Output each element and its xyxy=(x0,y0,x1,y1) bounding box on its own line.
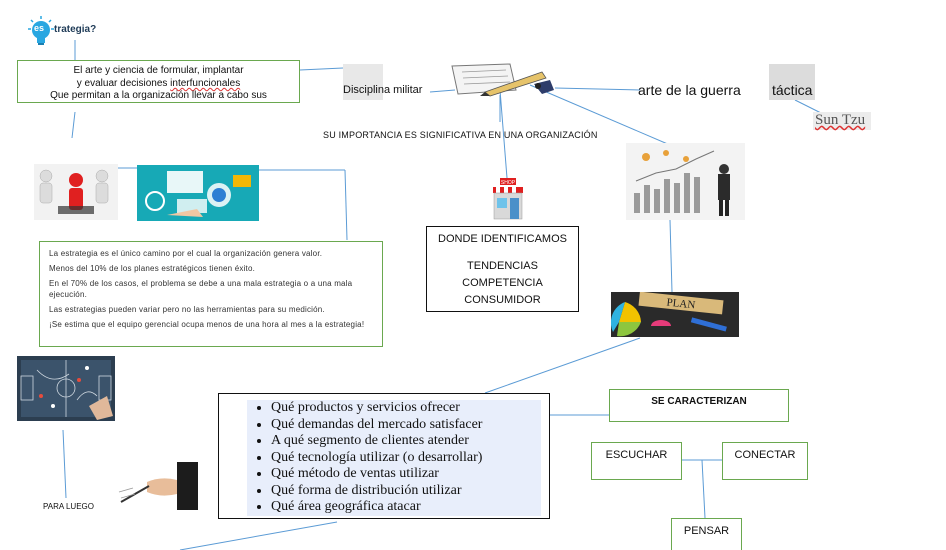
link-disciplina-paper xyxy=(429,89,456,93)
questions-list-background xyxy=(247,400,541,516)
link-paper-shop xyxy=(499,89,508,179)
identificamos-item: TENDENCIAS xyxy=(467,260,538,272)
suntzu-highlight xyxy=(813,112,871,130)
tactica-label: táctica xyxy=(772,82,813,98)
link-paper-arte xyxy=(554,87,641,91)
definition-line-2: y evaluar decisiones interfuncionales xyxy=(18,78,299,89)
identificamos-box: DONDE IDENTIFICAMOS TENDENCIAS COMPETENC… xyxy=(426,226,579,312)
escuchar-label: ESCUCHAR xyxy=(605,449,668,461)
suntzu-label: Sun Tzu xyxy=(815,112,866,128)
pensar-box: PENSAR xyxy=(671,518,742,550)
question-item: A qué segmento de clientes atender xyxy=(271,433,541,450)
identificamos-item: CONSUMIDOR xyxy=(464,294,541,306)
link-plan-list xyxy=(484,337,641,394)
question-item: Qué demandas del mercado satisfacer xyxy=(271,417,541,434)
business-infographic-image xyxy=(137,165,259,221)
lightbulb-icon xyxy=(28,16,54,45)
growth-chart-icon xyxy=(634,150,730,216)
question-item: Qué tecnología utilizar (o desarrollar) xyxy=(271,450,541,467)
fact-item: Las estrategias pueden variar pero no la… xyxy=(49,304,325,314)
question-item: Qué método de ventas utilizar xyxy=(271,466,541,483)
identificamos-item: COMPETENCIA xyxy=(462,277,543,289)
estrategia-logo: es trategia? xyxy=(28,16,108,46)
escuchar-box: ESCUCHAR xyxy=(591,442,682,480)
pensar-label: PENSAR xyxy=(683,525,730,537)
link-conectar-pensar xyxy=(701,459,706,519)
link-definition-down xyxy=(71,111,76,139)
plan-pie-icon: PLAN xyxy=(611,292,727,337)
conectar-box: CONECTAR xyxy=(722,442,808,480)
logo-badge: es xyxy=(34,23,45,33)
para-luego-label: PARA LUEGO xyxy=(43,502,94,511)
people-puzzle-image xyxy=(34,164,118,220)
definition-box: El arte y ciencia de formular, implantar… xyxy=(17,60,300,103)
disciplina-highlight xyxy=(343,64,383,100)
definition-line-3: Que permitan a la organización llevar a … xyxy=(50,90,267,101)
plan-word: PLAN xyxy=(666,297,696,312)
business-analytics-image xyxy=(626,143,745,220)
strategy-board-image xyxy=(17,356,115,421)
fact-item: La estrategia es el único camino por el … xyxy=(49,249,323,258)
definition-line-2-start: y evaluar decisiones xyxy=(76,78,171,89)
infographic-icons xyxy=(145,171,251,217)
importancia-label: SU IMPORTANCIA ES SIGNIFICATIVA EN UNA O… xyxy=(323,130,598,140)
fact-item: Menos del 10% de los planes estratégicos… xyxy=(49,264,256,273)
link-list-bottom xyxy=(179,521,338,550)
identificamos-title: DONDE IDENTIFICAMOS xyxy=(438,233,567,245)
shop-icon: SHOP xyxy=(493,178,523,220)
conectar-label: CONECTAR xyxy=(734,449,796,461)
paper-pencil-icon xyxy=(451,63,554,97)
link-analytics-plan xyxy=(669,219,673,293)
question-item: Qué forma de distribución utilizar xyxy=(271,483,541,500)
fact-item: En el 70% de los casos, el problema se d… xyxy=(49,279,353,299)
disciplina-label: Disciplina militar xyxy=(343,84,423,96)
definition-line-1: El arte y ciencia de formular, implantar xyxy=(73,65,244,76)
link-definition-disciplina xyxy=(299,67,344,71)
link-paper-analytics xyxy=(529,84,671,146)
question-item: Qué área geográfica atacar xyxy=(271,499,541,516)
shop-sign-text: SHOP xyxy=(501,180,516,186)
people-figures-icon xyxy=(39,169,109,214)
logo-word: trategia? xyxy=(54,24,97,35)
arte-guerra-label: arte de la guerra xyxy=(638,82,741,98)
tactica-highlight xyxy=(769,64,815,100)
link-soccer-paraluego xyxy=(62,429,67,499)
questions-box: Qué productos y servicios ofrecer Qué de… xyxy=(218,393,550,519)
definition-line-2-end: interfuncionales xyxy=(170,78,241,89)
hand-pen-icon xyxy=(118,462,198,510)
facts-box: La estrategia es el único camino por el … xyxy=(39,241,383,347)
hand-writing-image xyxy=(117,462,198,510)
questions-list: Qué productos y servicios ofrecer Qué de… xyxy=(219,400,541,516)
question-item: Qué productos y servicios ofrecer xyxy=(271,400,541,417)
plan-chart-image: PLAN xyxy=(611,292,739,337)
fact-item: ¡Se estima que el equipo gerencial ocupa… xyxy=(49,319,365,329)
caracterizan-label: SE CARACTERIZAN xyxy=(651,396,747,407)
caracterizan-box: SE CARACTERIZAN xyxy=(609,389,789,422)
link-photos-facts xyxy=(344,169,348,241)
tactics-board-icon xyxy=(20,360,113,420)
